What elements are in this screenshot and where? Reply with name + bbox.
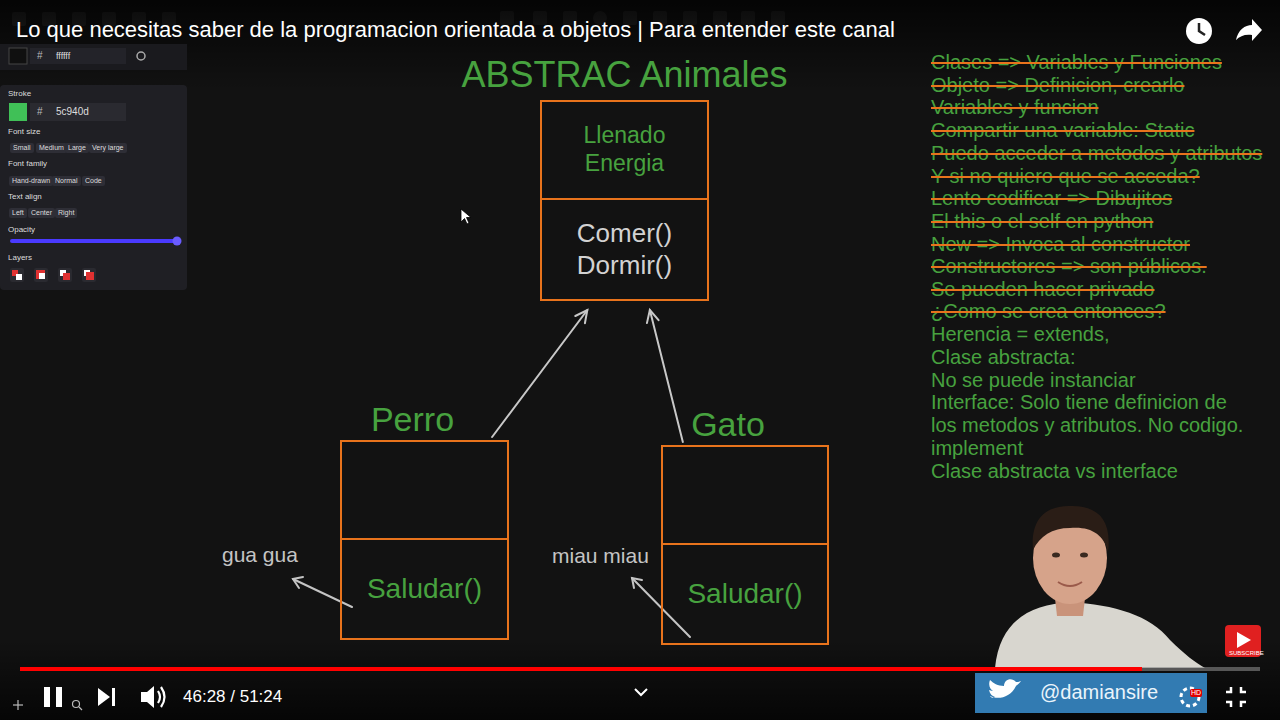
arrowhead [575,310,587,323]
note-line: Se pueden hacer privado [931,277,1155,301]
panel-heading: Layers [8,253,32,263]
note-line: Compartir una variable: Static [931,118,1194,142]
option-button: Code [82,176,105,186]
note-line: Herencia = extends, [931,322,1109,346]
attribute-list: Llenado Energia [575,122,675,177]
class-box: Saludar()Gato [661,445,829,645]
option-button: Right [55,208,77,218]
class-box: Llenado EnergiaComer() Dormir()ABSTRAC A… [540,100,709,301]
attribute-compartment: Llenado Energia [542,102,707,198]
note-line: New => Invoca al constructor [931,232,1190,256]
option-button: Center [28,208,55,218]
method-list: Saludar() [367,572,482,606]
hd-badge: HD [1190,689,1202,697]
panel-heading: Opacity [8,225,35,235]
option-button: Normal [52,176,81,186]
sound-label: gua gua [222,542,298,567]
note-line: los metodos y atributos. No codigo. [931,413,1243,437]
method-compartment: Saludar() [663,543,827,643]
twitter-banner [975,673,1207,713]
note-line: Constructores => son públicos. [931,254,1207,278]
mouse-cursor [461,209,471,224]
option-button: Small [10,143,34,153]
progress-played [20,667,1142,671]
twitter-bird [989,679,1021,698]
hash-sign: # [37,50,43,62]
class-box: Saludar()Perro [340,440,509,640]
method-list: Comer() Dormir() [569,218,681,280]
note-line: ¿Como se crea entonces? [931,299,1166,323]
presenter-figure [995,506,1205,668]
share-icon [1236,19,1262,41]
hex-value: ffffff [56,51,70,62]
note-line: Interface: Solo tiene definicion de [931,390,1227,414]
player-controls [44,686,154,708]
note-line: No se puede instanciar [931,368,1136,392]
layer-icons [10,268,96,282]
opacity-slider [10,239,178,243]
hex-input [30,48,126,64]
watch-later-icon [1186,18,1212,44]
attribute-compartment [663,447,827,543]
note-line: Lento codificar => Dibujitos [931,186,1172,210]
slider-knob [173,237,182,246]
hex-value: 5c940d [56,106,89,118]
option-button: Large [65,143,89,153]
option-button: Hand-drawn [9,176,53,186]
connector-line [492,310,587,437]
note-line: Clases => Variables y Funciones [931,50,1222,74]
panel-heading: Text align [8,192,42,202]
option-button: Very large [89,143,127,153]
gear-icon [137,52,145,60]
note-line: Y si no quiero que se acceda? [931,164,1200,188]
exit-fullscreen-icon [1226,687,1246,707]
note-line: implement [931,436,1023,460]
note-line: Puedo acceder a metodos y atributos [931,141,1262,165]
volume-waves [158,687,165,707]
inheritance-arrow [492,310,587,437]
bottom-left-icons [13,700,82,710]
video-title: Lo que necesitas saber de la programacio… [16,17,895,43]
chevron-icon [635,689,647,695]
connector-line [650,310,683,442]
class-name: Perro [371,399,454,440]
inheritance-arrow [647,310,683,442]
class-name: ABSTRAC Animales [461,53,787,96]
subscribe-text: SUBSCRIBE [1229,650,1264,657]
stroke-swatch [9,103,27,121]
note-line: El this o el self en python [931,209,1153,233]
hex-input [30,103,126,121]
sound-label: miau miau [552,543,649,568]
method-compartment: Saludar() [342,538,507,638]
class-name: Gato [691,404,765,445]
properties-panel [0,85,187,290]
panel-heading: Font size [8,127,40,137]
note-line: Variables y funcion [931,95,1099,119]
twitter-handle: @damiansire [1040,680,1158,704]
note-line: Objeto => Definicion, crearlo [931,73,1184,97]
option-button: Medium [36,143,67,153]
attribute-compartment [342,442,507,538]
panel-heading: Font family [8,159,47,169]
time-display: 46:28 / 51:24 [183,687,282,707]
option-button: Left [9,208,27,218]
leader-arrow [293,577,352,607]
arrowhead [647,310,659,323]
color-swatch [9,48,27,64]
method-compartment: Comer() Dormir() [542,198,707,299]
note-line: Clase abstracta vs interface [931,459,1178,483]
note-line: Clase abstracta: [931,345,1076,369]
hash-sign: # [37,106,43,118]
method-list: Saludar() [687,577,802,611]
panel-row [0,44,187,70]
progress-remaining [1142,667,1260,671]
panel-heading: Stroke [8,89,31,99]
play-glyph [1237,632,1251,648]
clock-hands [1199,23,1205,35]
